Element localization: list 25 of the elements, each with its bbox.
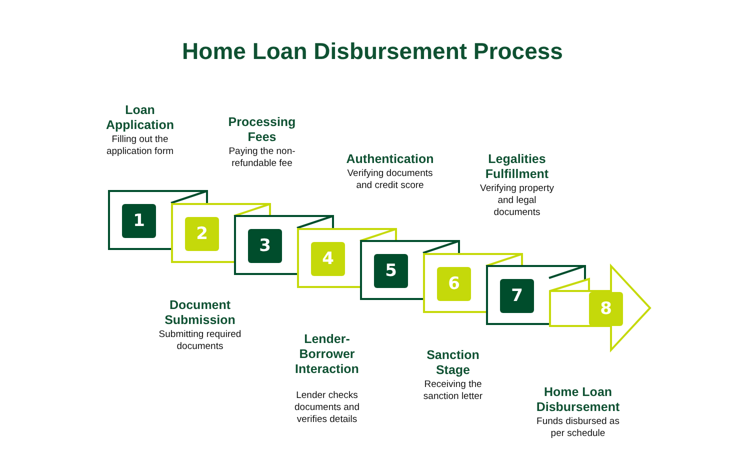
diagram-title: Home Loan Disbursement Process [181, 38, 564, 65]
step-heading: Lender-Borrower Interaction [294, 332, 360, 377]
step-description: Submitting required documents [158, 329, 242, 353]
step-number: 4 [311, 242, 345, 276]
step-heading: Sanction Stage [426, 348, 480, 378]
step-description: Funds disbursed as per schedule [536, 416, 620, 440]
step-number: 6 [437, 266, 471, 300]
step-number: 5 [374, 254, 408, 288]
step-number: 2 [185, 216, 219, 250]
step-description: Receiving the sanction letter [422, 379, 484, 403]
step-description: Paying the non-refundable fee [228, 146, 296, 170]
step-description: Lender checks documents and verifies details [294, 390, 360, 426]
step-heading: Authentication [345, 152, 435, 167]
step-number: 8 [589, 292, 623, 326]
step-description: Verifying property and legal documents [479, 183, 555, 219]
step-description: Filling out the application form [105, 134, 175, 158]
step-number: 7 [500, 279, 534, 313]
step-description: Verifying documents and credit score [346, 168, 434, 192]
step-heading: Legalities Fulfillment [484, 152, 550, 182]
step-number: 1 [122, 204, 156, 238]
step-heading: Processing Fees [227, 115, 297, 145]
step-heading: Loan Application [105, 103, 175, 133]
step-number: 3 [248, 229, 282, 263]
step-heading: Home Loan Disbursement [535, 385, 621, 415]
step-heading: Document Submission [164, 298, 236, 328]
